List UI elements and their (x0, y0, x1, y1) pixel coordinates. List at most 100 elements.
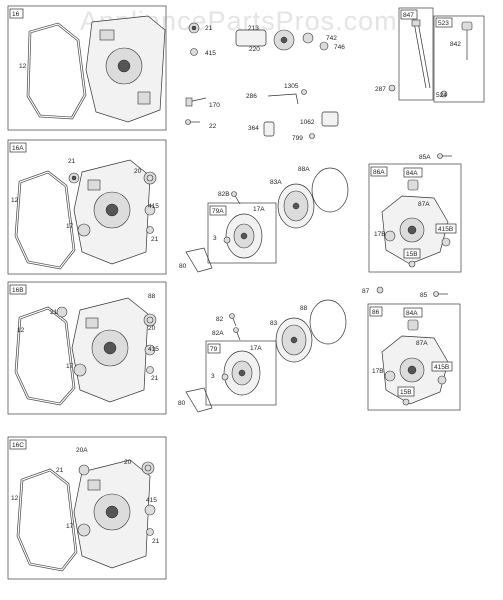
label: 3 (213, 235, 217, 242)
assembly-79a-frame (207, 202, 277, 264)
label: 213 (248, 25, 259, 32)
label: 17 (66, 223, 74, 230)
label: 12 (11, 495, 19, 502)
seal (144, 204, 156, 216)
label: 524 (436, 92, 447, 99)
seal (143, 171, 157, 185)
label: 415B (434, 364, 449, 371)
bolt (437, 153, 452, 159)
assembly-523-tag: 523 (438, 20, 449, 27)
label: 842 (450, 41, 461, 48)
assembly-16b-tag: 16B (12, 287, 24, 294)
assembly-16c-frame (7, 436, 167, 580)
gasket-small (185, 387, 213, 413)
assembly-86a-tag: 86A (373, 169, 385, 176)
dipstick (461, 21, 473, 60)
label: 21 (151, 236, 159, 243)
bolt (233, 327, 241, 341)
bolt (190, 48, 198, 56)
misc-parts: 213 220 742 746 170 22 286 1305 364 1062… (185, 25, 345, 142)
assembly-16c: 16C 20A 21 20 12 17 415 21 (7, 436, 167, 580)
label: 21 (68, 158, 76, 165)
assembly-16a: 16A 21 20 12 17 415 21 (7, 139, 167, 275)
bearing (73, 363, 87, 377)
bolt (433, 291, 448, 297)
label: 415B (438, 226, 453, 233)
assembly-86-tag: 86 (372, 309, 380, 316)
label: 17A (253, 206, 265, 213)
label: 742 (326, 35, 337, 42)
seal (141, 461, 155, 475)
label: 88 (300, 305, 308, 312)
label: 87A (418, 201, 430, 208)
assembly-86a: 86A 85A 84A 87A 17B 415B 15B (368, 153, 462, 273)
seal (144, 344, 156, 356)
assembly-847-frame (398, 7, 434, 101)
assembly-523: 523 842 524 (433, 15, 485, 103)
label: 3 (211, 373, 215, 380)
label: 82A (212, 330, 224, 337)
label: 415 (205, 50, 216, 57)
label: 20 (134, 168, 142, 175)
label: 15B (400, 389, 412, 396)
seal (143, 313, 157, 327)
bearing (77, 223, 91, 237)
oil-seal (78, 464, 90, 476)
bolt (229, 313, 237, 327)
label: 17B (372, 368, 384, 375)
flywheel (275, 317, 313, 363)
label: 87 (362, 288, 370, 295)
label: 85 (420, 292, 428, 299)
oil-seal (56, 306, 68, 318)
assembly-86: 86 87 85 84A 87A 17B 415B 15B (362, 286, 461, 411)
starter-housing (223, 350, 261, 396)
assembly-16: 16 12 21 415 (7, 5, 216, 131)
label: 20 (148, 325, 156, 332)
switch (321, 111, 339, 127)
assembly-16-tag: 16 (12, 11, 20, 18)
o-ring (388, 84, 396, 92)
assembly-847-tag: 847 (403, 12, 414, 19)
crankcase-cover (85, 15, 166, 123)
label: 83A (270, 179, 282, 186)
label: 21 (50, 309, 58, 316)
screw (309, 133, 315, 139)
assembly-86a-frame (368, 163, 462, 273)
o-ring (440, 90, 448, 98)
label: 82B (218, 191, 230, 198)
oil-seal (188, 22, 200, 34)
label: 286 (246, 93, 257, 100)
flywheel (277, 183, 315, 229)
label: 80 (178, 400, 186, 407)
screw (185, 119, 200, 125)
assembly-847: 847 287 (375, 7, 434, 101)
label: 287 (375, 86, 386, 93)
oil-seal (68, 172, 80, 184)
label: 88 (148, 293, 156, 300)
label: 85A (419, 154, 431, 161)
drain-plug (408, 260, 416, 268)
label: 87A (416, 340, 428, 347)
label: 80 (179, 263, 187, 270)
seal (384, 370, 396, 382)
label: 12 (17, 327, 25, 334)
bolt (231, 191, 241, 205)
oil-sensor (263, 121, 275, 137)
assembly-79-tag: 79 (210, 346, 218, 353)
seal (223, 236, 231, 244)
label: 21 (56, 467, 64, 474)
bolt (146, 366, 154, 374)
seal (441, 237, 451, 247)
assembly-16b-frame (7, 281, 167, 415)
label: 21 (151, 375, 159, 382)
label: 746 (334, 44, 345, 51)
gasket-small (185, 247, 213, 273)
starter-housing (225, 213, 263, 259)
label: 415 (148, 203, 159, 210)
label: 799 (292, 135, 303, 142)
label: 364 (248, 125, 259, 132)
assembly-79: 79 17A 3 82 82A 83 88 80 (178, 299, 347, 413)
crankcase-cover (71, 297, 149, 403)
seal (437, 375, 447, 385)
